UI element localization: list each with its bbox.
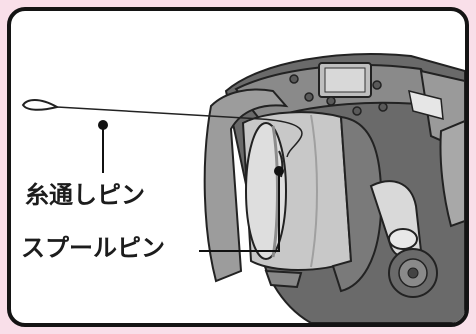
lever	[439, 119, 465, 228]
button-icon	[372, 80, 382, 90]
fishing-line	[56, 106, 303, 158]
button-icon	[378, 102, 388, 112]
illustration-frame: 糸通しピン スプールピン	[7, 7, 469, 327]
button-icon	[326, 96, 336, 106]
button-icon	[352, 106, 362, 116]
reel-foot	[264, 269, 303, 289]
reel-illustration	[21, 53, 465, 323]
line-threading-pin-label: 糸通しピン	[25, 181, 145, 209]
reel-frame-ring	[203, 88, 289, 283]
handle-knob	[388, 228, 418, 250]
spool-pin-leader	[199, 171, 280, 252]
button-icon	[289, 74, 299, 84]
threading-pin-loop	[21, 99, 60, 111]
spool-pin-label: スプールピン	[21, 234, 165, 262]
button-icon	[304, 92, 314, 102]
